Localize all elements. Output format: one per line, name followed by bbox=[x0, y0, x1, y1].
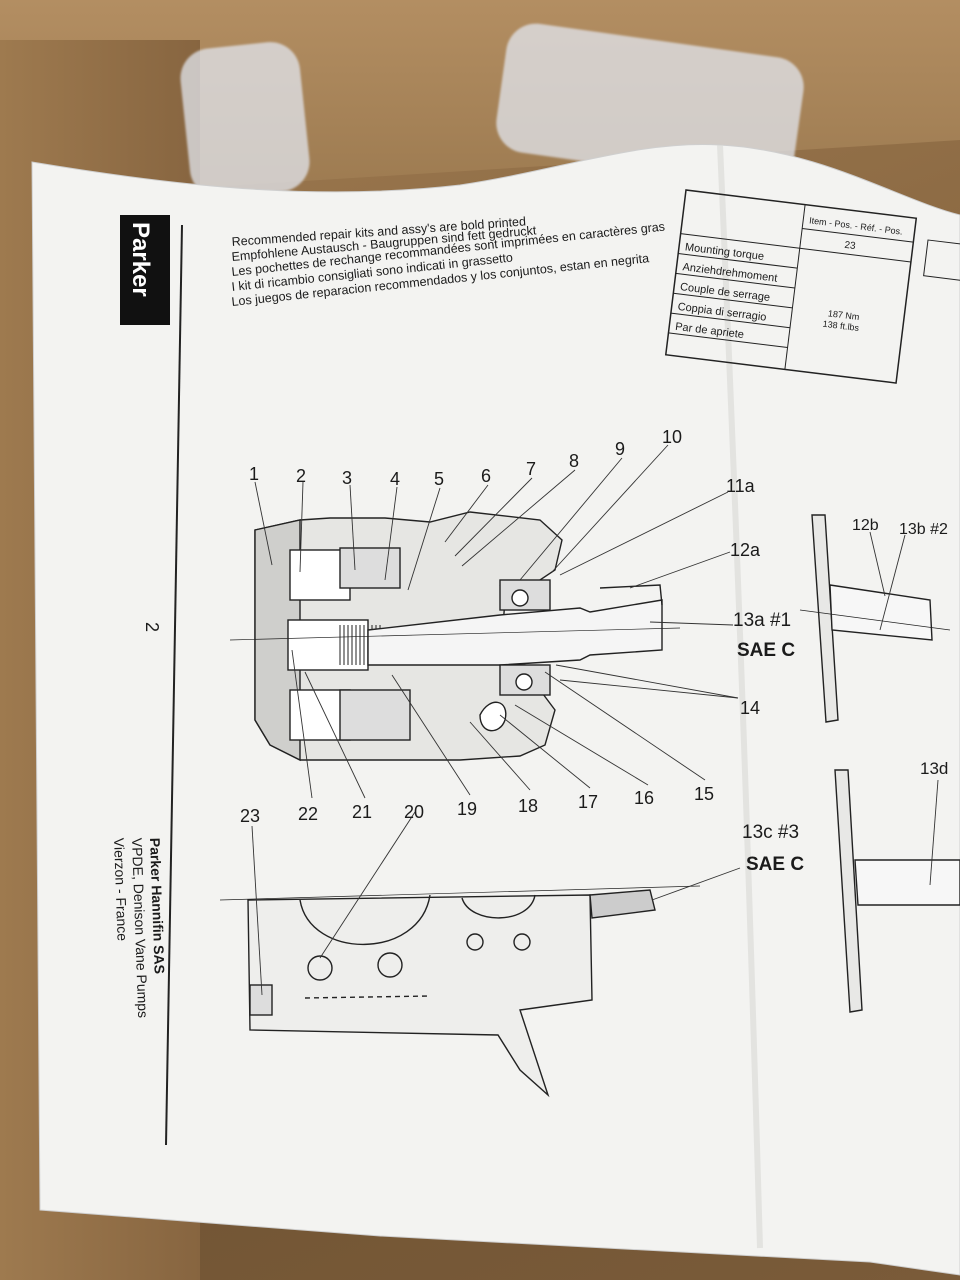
svg-text:12b: 12b bbox=[852, 517, 879, 534]
pump-bottom-view bbox=[219, 885, 701, 1098]
svg-text:11a: 11a bbox=[726, 476, 756, 496]
svg-text:23: 23 bbox=[240, 806, 260, 826]
svg-text:14: 14 bbox=[740, 698, 760, 718]
table-item: 23 bbox=[844, 240, 857, 252]
svg-text:13d: 13d bbox=[920, 759, 948, 778]
parker-logo: Parker bbox=[120, 215, 170, 325]
part-labels-right: 11a 12a 13a #1 SAE C 14 bbox=[726, 476, 795, 718]
part-labels-bottom: 23 22 21 20 19 18 17 16 15 bbox=[240, 784, 714, 826]
svg-text:SAE C: SAE C bbox=[737, 640, 795, 661]
svg-text:VPDE, Denison Vane Pumps: VPDE, Denison Vane Pumps bbox=[129, 838, 151, 1019]
svg-text:15: 15 bbox=[694, 784, 714, 804]
svg-text:7: 7 bbox=[526, 459, 536, 479]
svg-text:3: 3 bbox=[342, 468, 352, 488]
svg-text:Parker Hannifin SAS: Parker Hannifin SAS bbox=[147, 838, 168, 975]
svg-text:13b #2: 13b #2 bbox=[899, 521, 948, 538]
svg-text:1: 1 bbox=[249, 464, 259, 484]
leader-lines bbox=[251, 444, 939, 996]
svg-text:Parker: Parker bbox=[127, 222, 154, 297]
page-number: 2 bbox=[142, 622, 162, 632]
svg-text:8: 8 bbox=[569, 451, 579, 471]
svg-text:18: 18 bbox=[518, 796, 538, 816]
svg-text:SAE C: SAE C bbox=[746, 854, 804, 875]
svg-text:10: 10 bbox=[662, 427, 682, 447]
svg-text:Vierzon - France: Vierzon - France bbox=[111, 838, 131, 942]
svg-text:5: 5 bbox=[434, 469, 444, 489]
svg-text:4: 4 bbox=[390, 469, 400, 489]
svg-text:13c #3: 13c #3 bbox=[742, 822, 799, 843]
svg-text:2: 2 bbox=[296, 466, 306, 486]
svg-text:17: 17 bbox=[578, 792, 598, 812]
shaft-13b-view bbox=[799, 514, 951, 723]
svg-text:16: 16 bbox=[634, 788, 654, 808]
svg-text:20: 20 bbox=[404, 802, 424, 822]
svg-text:12a: 12a bbox=[730, 540, 761, 560]
svg-text:6: 6 bbox=[481, 466, 491, 486]
svg-text:13a #1: 13a #1 bbox=[733, 610, 791, 631]
shaft-13d-view bbox=[834, 769, 960, 1013]
svg-text:21: 21 bbox=[352, 802, 372, 822]
pump-cross-section bbox=[229, 511, 681, 762]
svg-text:19: 19 bbox=[457, 799, 477, 819]
svg-text:9: 9 bbox=[615, 439, 625, 459]
torque-nm: 187 Nm bbox=[827, 308, 859, 322]
torque-ftlbs: 138 ft.lbs bbox=[822, 319, 860, 333]
part-labels-side: 12b 13b #2 13d 13c #3 SAE C bbox=[742, 517, 948, 875]
part-labels-top: 1 2 3 4 5 6 7 8 9 10 bbox=[249, 427, 682, 489]
company-block: Parker Hannifin SAS VPDE, Denison Vane P… bbox=[111, 838, 168, 1019]
svg-text:22: 22 bbox=[298, 804, 318, 824]
